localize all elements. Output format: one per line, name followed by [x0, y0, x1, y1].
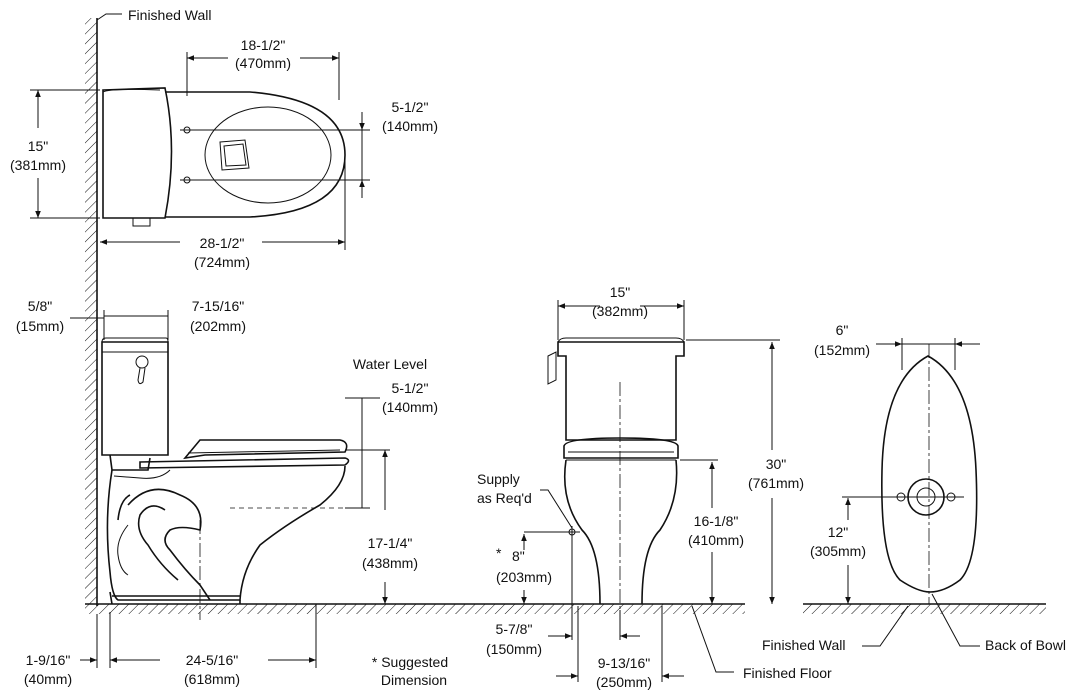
base-width-label: 9-13/16" [597, 655, 651, 671]
supply-offset-label: 5-7/8" [495, 621, 533, 637]
rough-in-label: 1-9/16" [25, 652, 71, 668]
supply-height-label: 8" [512, 548, 525, 564]
wall-gap-label: 5/8" [27, 298, 53, 314]
seat-height-label: 16-1/8" [693, 513, 739, 529]
dimension-note-label: Dimension [380, 672, 448, 688]
suggested-note-label: * Suggested [371, 654, 449, 670]
water-level-label: Water Level [352, 356, 428, 372]
outlet-height-label: 12" [827, 524, 849, 540]
outlet-width-label: 6" [835, 322, 849, 338]
base-width-mm-label: (250mm) [595, 674, 653, 690]
total-length-label: 28-1/2" [199, 235, 245, 251]
overall-height-label: 30" [765, 456, 787, 472]
front-view [521, 300, 780, 682]
rim-height-mm-label: (438mm) [361, 555, 419, 571]
seat-height-mm-label: (410mm) [687, 532, 745, 548]
base-length-label: 24-5/16" [185, 652, 239, 668]
front-width-mm-label: (382mm) [591, 303, 649, 319]
as-reqd-label: as Req'd [477, 490, 532, 506]
back-view [842, 338, 980, 647]
base-length-mm-label: (618mm) [183, 671, 241, 687]
tank-depth-mm-label: (381mm) [9, 157, 67, 173]
tank-width-label: 7-15/16" [191, 298, 245, 314]
supply-height-mm-label: (203mm) [495, 569, 553, 585]
top-length-mm-label: (470mm) [234, 55, 292, 71]
finished-floor-hatch [85, 603, 1046, 614]
side-view [70, 308, 390, 668]
finished-wall-bottom-label: Finished Wall [762, 637, 846, 653]
supply-offset-mm-label: (150mm) [485, 641, 543, 657]
overall-height-mm-label: (761mm) [747, 475, 805, 491]
tank-width-mm-label: (202mm) [189, 318, 247, 334]
outlet-width-mm-label: (152mm) [813, 342, 871, 358]
bolt-spacing-label: 5-1/2" [391, 99, 429, 115]
rough-in-mm-label: (40mm) [23, 671, 73, 687]
top-view [30, 13, 370, 250]
rim-height-label: 17-1/4" [367, 535, 413, 551]
finished-floor-label: Finished Floor [743, 665, 832, 681]
supply-height-star: * [496, 545, 502, 561]
outlet-height-mm-label: (305mm) [809, 543, 867, 559]
water-level-dim-label: 5-1/2" [391, 380, 429, 396]
wall-gap-mm-label: (15mm) [15, 318, 65, 334]
tank-depth-label: 15" [27, 138, 49, 154]
bolt-spacing-mm-label: (140mm) [381, 118, 439, 134]
front-width-label: 15" [609, 284, 631, 300]
finished-wall-top-label: Finished Wall [128, 7, 212, 23]
water-level-mm-label: (140mm) [381, 399, 439, 415]
back-of-bowl-label: Back of Bowl [985, 637, 1066, 653]
top-length-label: 18-1/2" [240, 37, 286, 53]
finished-wall-hatch [85, 18, 98, 606]
supply-label: Supply [477, 471, 520, 487]
total-length-mm-label: (724mm) [193, 254, 251, 270]
